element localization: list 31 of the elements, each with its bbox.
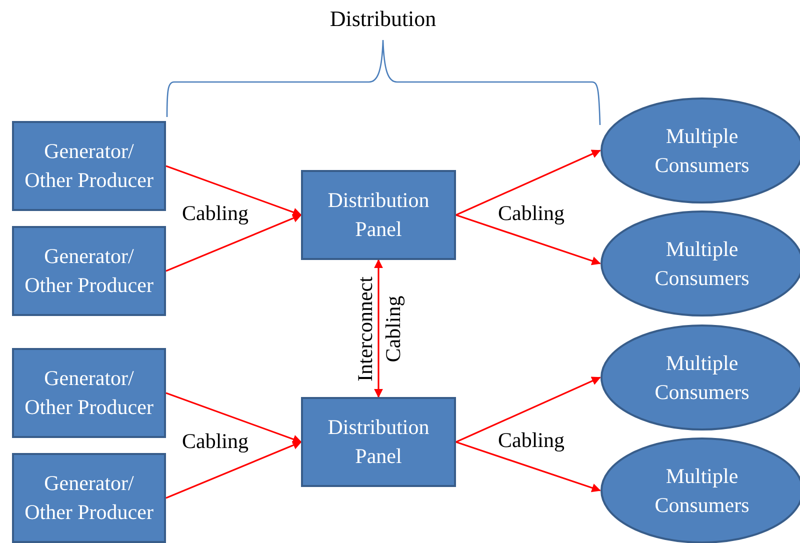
arrow: [166, 165, 302, 216]
connector-label: Cabling: [182, 201, 248, 226]
arrow: [456, 376, 601, 443]
arrow: [166, 440, 302, 499]
node-label: Multiple Consumers: [654, 236, 750, 292]
arrow: [166, 214, 302, 272]
process-box: [301, 397, 456, 487]
arrow: [374, 259, 383, 398]
connector-label: Cabling: [498, 428, 564, 453]
process-box: [12, 121, 166, 211]
node-label: Distribution Panel: [326, 187, 430, 243]
connector-label: Cabling: [498, 201, 564, 226]
node-label: Generator/ Other Producer: [24, 138, 154, 194]
arrow: [456, 441, 601, 492]
node-label: Multiple Consumers: [654, 462, 750, 518]
connector-label: Cabling: [182, 429, 248, 454]
arrow: [166, 392, 302, 444]
arrow: [456, 150, 601, 216]
diagram-title: Distribution: [330, 6, 436, 32]
node-label: Generator/ Other Producer: [24, 243, 154, 299]
edge-label: Interconnect Cabling: [352, 275, 406, 383]
process-box: [12, 226, 166, 316]
node-label: Distribution Panel: [326, 414, 430, 470]
process-box: [12, 348, 166, 438]
node-label: Generator/ Other Producer: [24, 365, 154, 421]
arrow: [456, 214, 601, 266]
node-label: Generator/ Other Producer: [24, 470, 154, 526]
node-label: Multiple Consumers: [654, 122, 750, 178]
node-label: Multiple Consumers: [654, 350, 750, 406]
process-box: [301, 170, 456, 260]
process-box: [12, 453, 166, 543]
